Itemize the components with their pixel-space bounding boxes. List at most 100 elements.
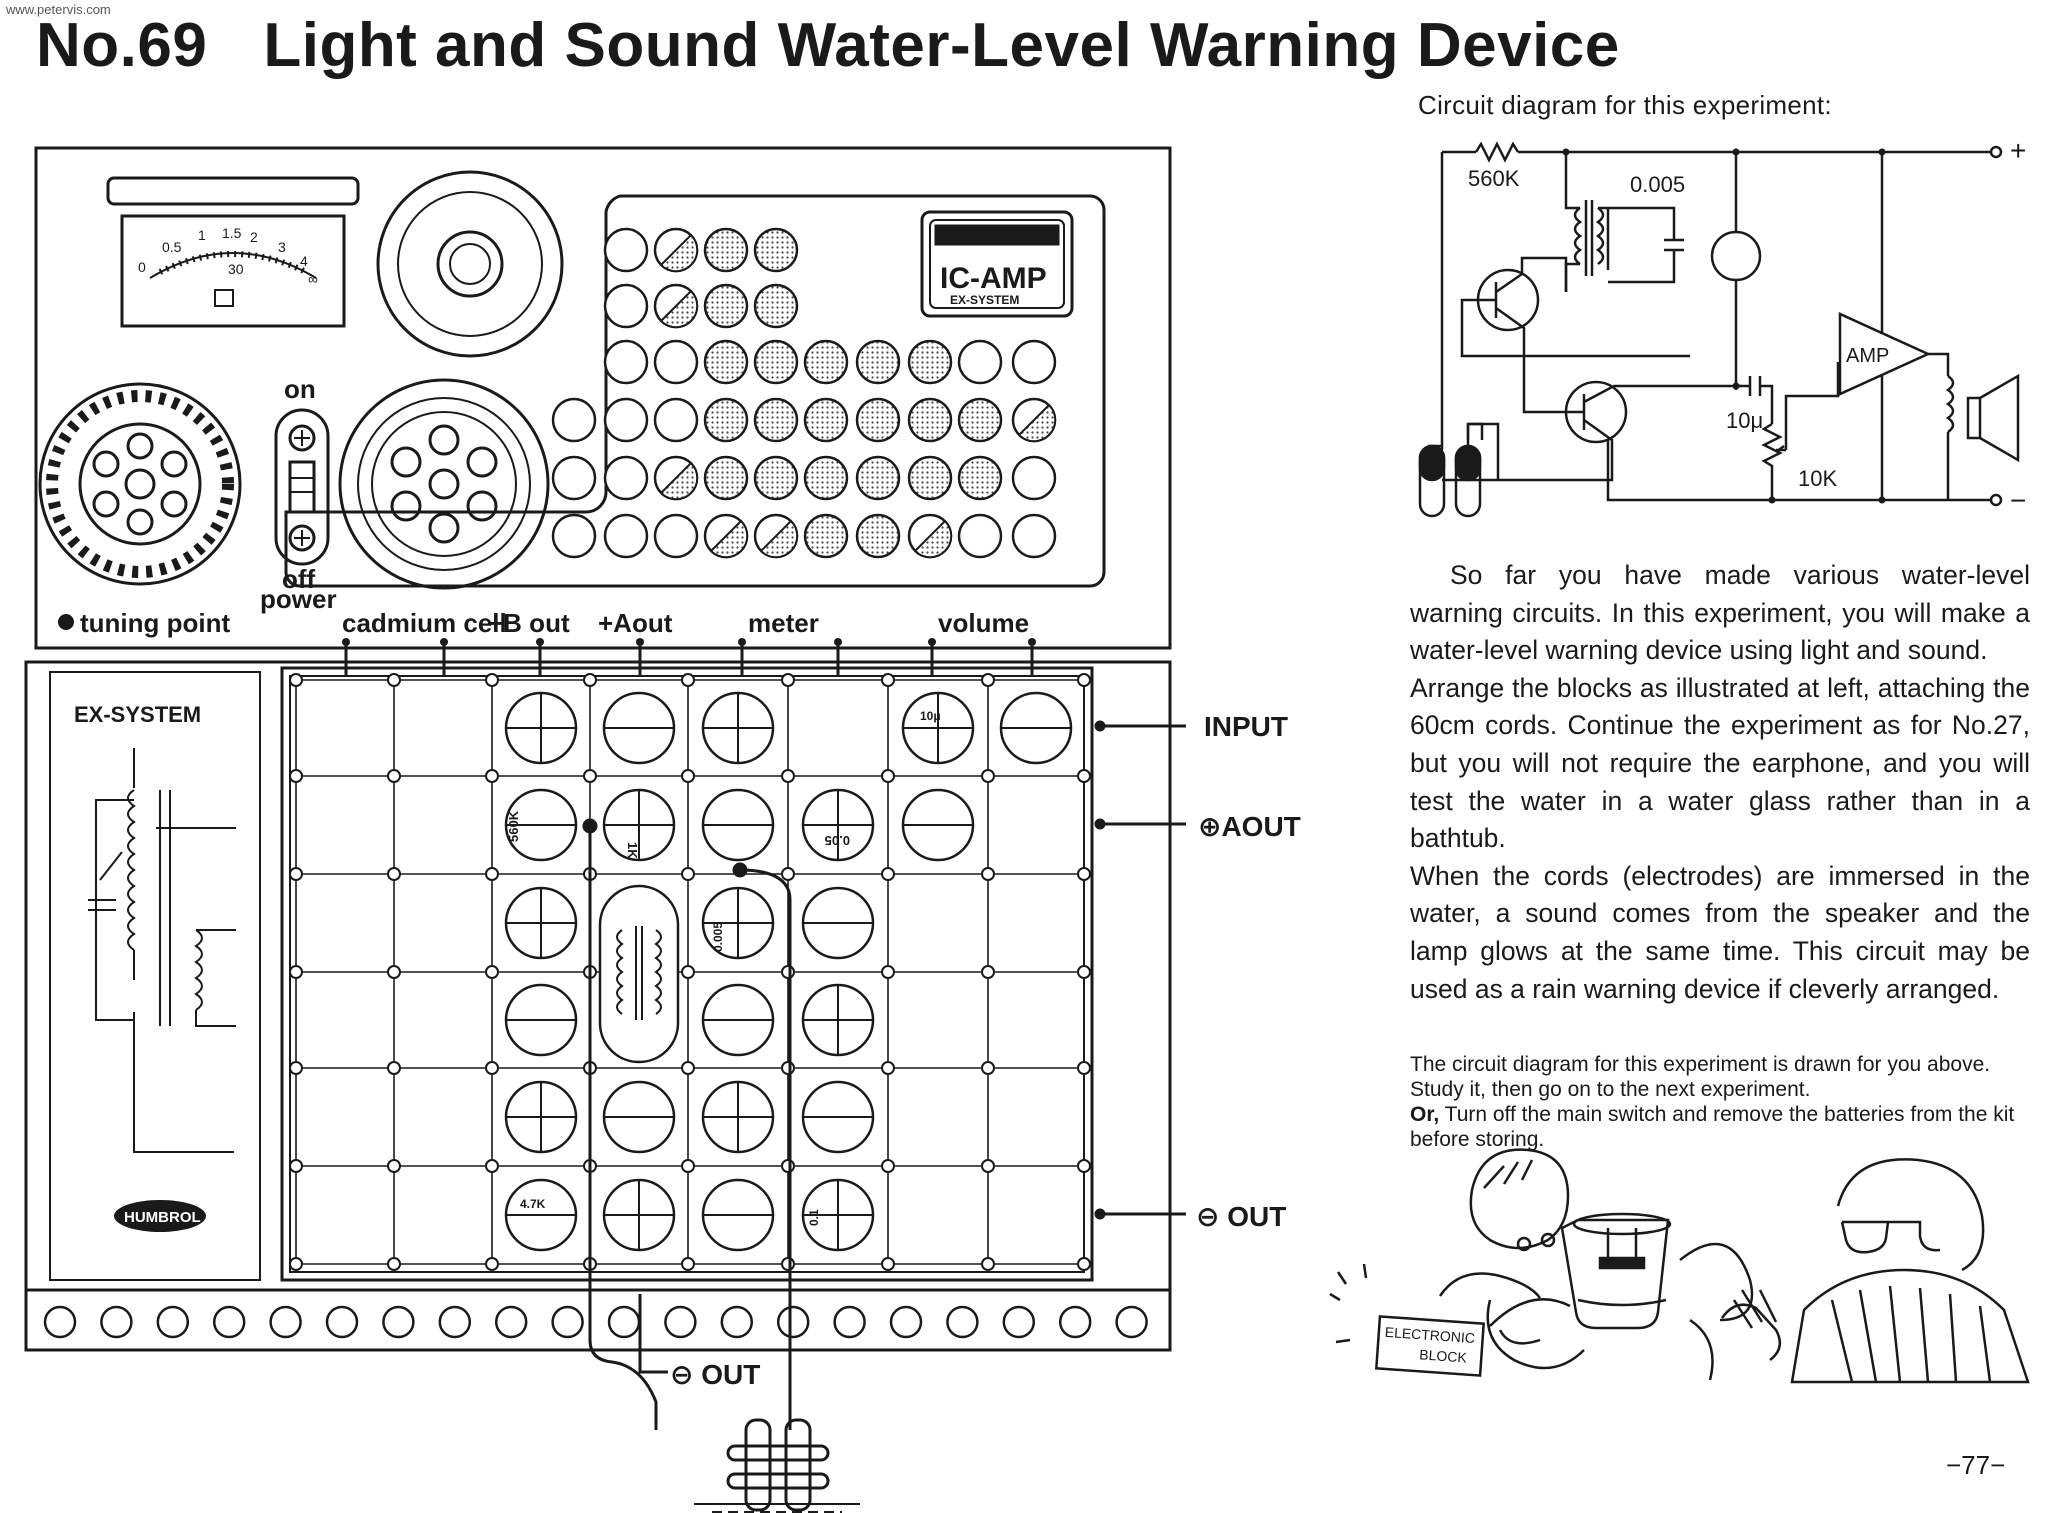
terminal-pin-head (440, 638, 448, 646)
grid-node (387, 1257, 401, 1271)
socket (603, 455, 649, 501)
grid-node (289, 965, 303, 979)
terminal-pin-head (636, 638, 644, 646)
grid-node (781, 769, 795, 783)
circuit-minus-label: − (2010, 485, 2026, 516)
grid-node (981, 1061, 995, 1075)
footnote-2-or: Or, (1410, 1103, 1440, 1126)
transformer-coils (616, 929, 662, 1015)
socket (753, 455, 799, 501)
cartoon-box-label: ELECTRONIC (1384, 1324, 1475, 1346)
body-paragraph-3: When the cords (electrodes) are immersed… (1410, 860, 2030, 1004)
socket (753, 397, 799, 443)
grid-node (881, 1061, 895, 1075)
bottom-hole (1058, 1305, 1092, 1339)
socket (907, 339, 953, 385)
socket (653, 397, 699, 443)
grid-node (681, 867, 695, 881)
terminal-pin-head (928, 638, 936, 646)
terminal-label-aout: +Aout (598, 608, 673, 638)
grid-node (981, 867, 995, 881)
socket (957, 513, 1003, 559)
body-paragraph-1: So far you have made various water-level… (1410, 560, 2030, 666)
circuit-amp-label: AMP (1846, 345, 1889, 367)
water-glass (1560, 1218, 1670, 1330)
bottom-hole (607, 1305, 641, 1339)
terminal-label-meter: meter (748, 608, 819, 638)
socket (1011, 513, 1057, 559)
power-switch[interactable] (274, 408, 330, 566)
bottom-hole (325, 1305, 359, 1339)
ic-amp-sub: EX-SYSTEM (950, 293, 1019, 307)
socket (603, 339, 649, 385)
block-0005-label: 0.005 (711, 922, 725, 952)
switch-on-label: on (284, 374, 316, 404)
socket-half (760, 519, 799, 559)
grid-node (387, 673, 401, 687)
person-left-head (1469, 1148, 1570, 1250)
block-47k-label: 4.7K (520, 1197, 546, 1211)
meter-scale-15: 1.5 (222, 225, 242, 241)
meter-scale-2: 2 (250, 229, 258, 245)
socket (855, 339, 901, 385)
component-blocks (504, 691, 1073, 1252)
socket (957, 339, 1003, 385)
grid-node (485, 1061, 499, 1075)
power-label: power (260, 584, 337, 614)
socket (603, 513, 649, 559)
grid-node (881, 867, 895, 881)
brand-label: HUMBROL (124, 1209, 201, 1226)
grid-node (289, 1159, 303, 1173)
watermark: www.petervis.com (6, 2, 111, 17)
socket (1011, 455, 1057, 501)
grid-node (981, 769, 995, 783)
lamp (1710, 230, 1762, 282)
bottom-hole (664, 1305, 697, 1339)
grid-node (387, 1159, 401, 1173)
socket (855, 513, 901, 559)
grid-node (387, 769, 401, 783)
aout-label: ⊕AOUT (1198, 811, 1301, 842)
socket-half (1018, 403, 1057, 443)
socket (653, 339, 699, 385)
kit-lower-panel (24, 660, 1172, 1352)
grid-node (881, 1159, 895, 1173)
terminal-label-cadmium: cadmium cell (342, 608, 507, 638)
grid-node (981, 965, 995, 979)
tuning-knob (38, 382, 242, 586)
meter-scale-3: 3 (278, 239, 286, 255)
grid-node (881, 1257, 895, 1271)
socket (603, 227, 649, 273)
grid-node (1077, 769, 1091, 783)
block-10u-label: 10μ (920, 709, 941, 723)
footnote-1: The circuit diagram for this experiment … (1410, 1053, 1991, 1101)
grid-node (881, 769, 895, 783)
bottom-hole (1115, 1305, 1148, 1339)
socket-half (660, 289, 699, 329)
amp-triangle (1838, 312, 1932, 396)
bottom-hole (946, 1305, 979, 1339)
grid-node (289, 1257, 303, 1271)
grid-node (781, 1159, 795, 1173)
grid-node (781, 867, 795, 881)
grid-node (1077, 965, 1091, 979)
kit-panel: 0 0.5 1 1.5 2 3 4 ∞ 30 IC-AMP EX-SYSTEM (34, 146, 1172, 650)
grid-node (583, 769, 597, 783)
meter-scale-30: 30 (228, 261, 244, 277)
out-label: ⊖ OUT (1196, 1201, 1286, 1232)
grid-node (681, 769, 695, 783)
bottom-hole (889, 1305, 923, 1339)
grid-node (387, 1061, 401, 1075)
block-grid (289, 673, 1091, 1271)
bottom-hole (438, 1305, 472, 1339)
tuning-point-dot (58, 614, 74, 630)
transformer-block (598, 884, 680, 1064)
block-005-label: 0.05 (825, 833, 850, 848)
meter-scale-1: 1 (198, 227, 206, 243)
cartoon-illustration (1329, 1148, 2030, 1384)
cartoon-box-label-2: BLOCK (1419, 1346, 1468, 1365)
ex-system-label: EX-SYSTEM (74, 702, 201, 727)
grid-node (289, 673, 303, 687)
bottom-hole (1002, 1305, 1036, 1339)
